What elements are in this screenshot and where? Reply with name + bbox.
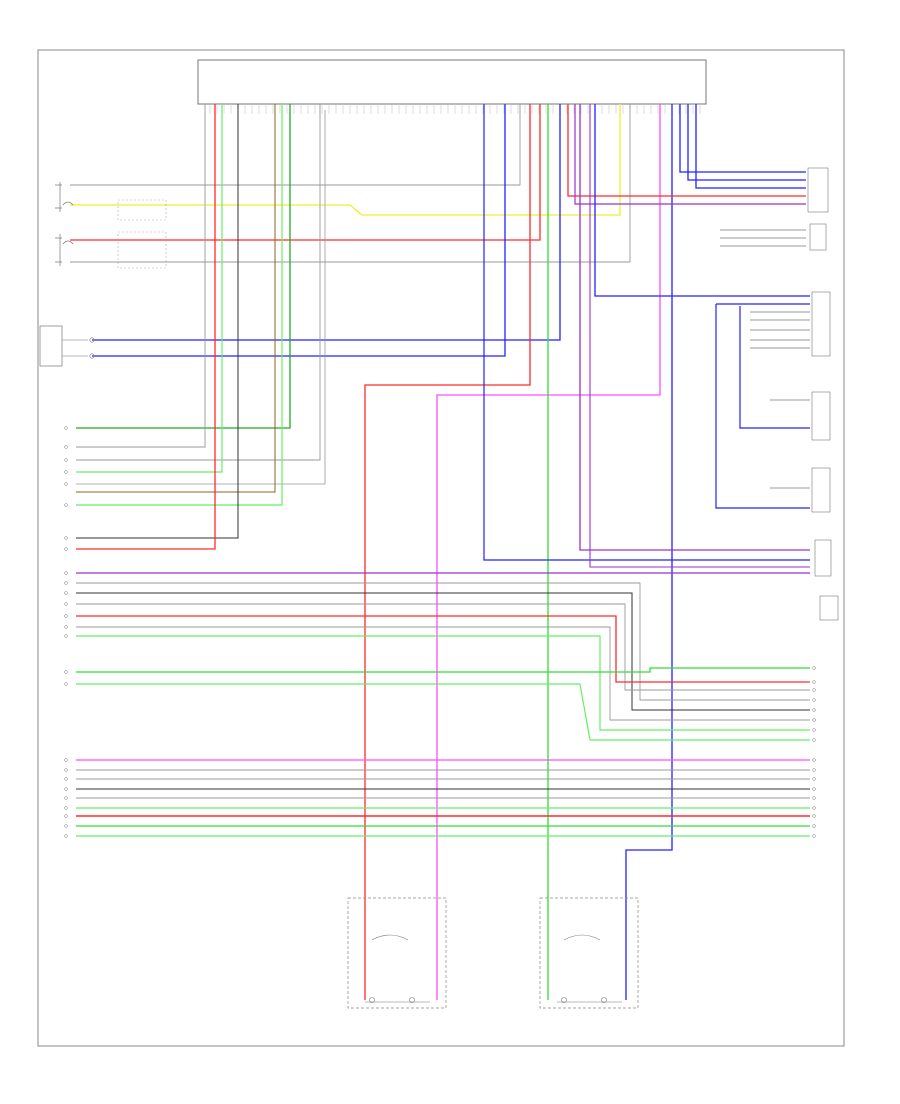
wire-dark-left-7 [76,104,239,539]
wire-gray-l3 [76,603,810,691]
right-pin [812,688,816,692]
right-pin [812,824,816,828]
wire-blue-door-1 [594,104,810,297]
right-pin [812,758,816,762]
wire-yellow-front [70,104,621,216]
left-pin [64,602,68,606]
left-pin [64,470,68,474]
left-pin [64,547,68,551]
left-pin [64,445,68,449]
ecu-pin-ticks [209,104,701,114]
diagram-border [37,49,845,1047]
wire-red-l4 [76,615,810,683]
wire-blue-rear-1 [483,104,810,561]
right-pin [812,787,816,791]
wire-blue-mid-b [715,304,810,509]
wire-olive-left [76,104,276,493]
wire-gray-left-2 [76,104,206,448]
right-pin [812,796,816,800]
wire-red-right-4 [567,104,806,197]
left-pin [64,670,68,674]
left-pin [64,591,68,595]
right-pin [812,698,816,702]
left-pin [64,482,68,486]
wire-blue-mid-a [739,306,810,429]
left-pin [64,796,68,800]
wire-violet-rear-3 [589,104,810,568]
right-module-door [811,291,831,357]
wire-green-left-1 [76,104,291,429]
right-pin [812,777,816,781]
wire-lightgreen-l8 [76,683,810,741]
left-pin [64,634,68,638]
wire-dark-l2 [76,592,810,711]
wire-blue-to-right-act [625,104,673,1000]
wire-lightgreen-l6 [76,635,810,731]
wires [70,104,810,1000]
wire-blue-master-2 [92,104,506,357]
right-rear-actuator [539,897,639,1009]
right-pin [812,768,816,772]
left-rear-actuator [347,897,447,1009]
left-pin [64,806,68,810]
right-module-mid [811,391,831,513]
wire-blue-right-2 [687,104,806,181]
right-pin [812,814,816,818]
left-pin [64,625,68,629]
left-pin [64,758,68,762]
right-front-sensor [55,234,74,266]
left-pin [64,581,68,585]
ecu-connector [197,59,707,105]
left-pin [64,426,68,430]
right-module-lower [814,539,839,621]
left-front-sensor [55,182,74,212]
master-switch [39,325,95,367]
wire-red-front [70,104,541,241]
wire-gray-left-3 [76,104,321,461]
left-connector-pins [64,426,68,838]
left-pin [64,824,68,828]
right-pin [812,666,816,670]
left-pin [64,787,68,791]
right-pin [812,834,816,838]
right-pin [812,806,816,810]
left-pin [64,834,68,838]
right-pin [812,738,816,742]
left-pin [64,682,68,686]
right-module-top [807,167,829,251]
left-pin [64,814,68,818]
right-pin [812,680,816,684]
front-relay-blocks [117,199,167,269]
wire-blue-right-1 [679,104,806,173]
right-pin [812,708,816,712]
left-pin [64,536,68,540]
left-pin [64,614,68,618]
wire-blue-right-3 [695,104,806,189]
left-pin [64,768,68,772]
left-pin [64,777,68,781]
right-pin [812,728,816,732]
wire-green-l7 [76,667,810,673]
wire-violet-rear-2 [579,104,810,551]
wire-gray-left-5 [76,110,326,485]
left-pin [64,503,68,507]
left-pin [64,458,68,462]
wire-blue-master-1 [92,104,561,341]
left-pin [64,571,68,575]
wire-gray-front-1 [70,104,521,186]
right-connector-pins [812,666,816,838]
right-pin [812,718,816,722]
wire-gray-l1 [76,582,810,701]
wire-lightgreen-left-4 [76,104,223,473]
wire-violet-right-5 [574,104,806,205]
wire-red-to-left-act [364,104,531,1000]
wire-red-left-8 [76,104,216,550]
wire-lightgreen-left-6 [76,104,283,506]
wire-gray-front-2 [70,104,631,263]
wire-gray-l5 [76,626,810,721]
